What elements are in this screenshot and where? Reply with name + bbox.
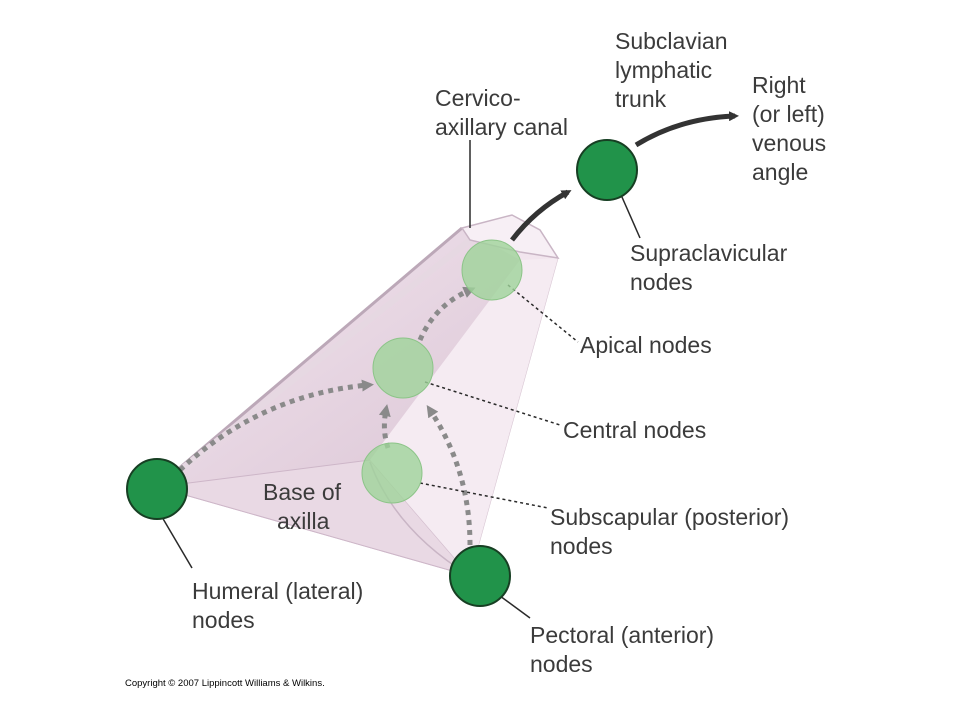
label-base-of-axilla: Base of axilla (263, 479, 341, 534)
cervicoaxillary-opening (460, 214, 560, 260)
copyright-notice: Copyright © 2007 Lippincott Williams & W… (125, 678, 325, 689)
apical-node (461, 239, 523, 301)
label-venous-angle: Right (or left) venous angle (752, 72, 827, 185)
lymph-nodes (126, 139, 638, 607)
label-supraclavicular-nodes: Supraclavicular nodes (630, 240, 788, 295)
pectoral-node (449, 545, 511, 607)
flow-pectoral-to-central (426, 405, 473, 546)
label-cervicoaxillary-canal: Cervico- axillary canal (435, 85, 568, 140)
arrow-apical-to-supraclavicular (510, 189, 572, 242)
label-humeral-nodes: Humeral (lateral) nodes (192, 578, 364, 633)
label-apical-nodes: Apical nodes (580, 332, 712, 358)
humeral-node (126, 458, 188, 520)
leader-subscapular (419, 482, 549, 509)
subscapular-node (361, 442, 423, 504)
pyramid-left-edge (156, 226, 463, 489)
supraclavicular-node (576, 139, 638, 201)
label-subscapular-nodes: Subscapular (posterior) nodes (550, 504, 790, 559)
flow-humeral-to-central (178, 379, 374, 472)
central-node (372, 337, 434, 399)
arrow-subclavian-trunk (634, 111, 739, 148)
pyramid-anterior-wall (370, 258, 558, 576)
label-pectoral-nodes: Pectoral (anterior) nodes (530, 622, 715, 677)
label-central-nodes: Central nodes (563, 417, 707, 443)
label-subclavian-lymphatic-trunk: Subclavian lymphatic trunk (615, 28, 728, 112)
drainage-arrows (510, 111, 739, 242)
